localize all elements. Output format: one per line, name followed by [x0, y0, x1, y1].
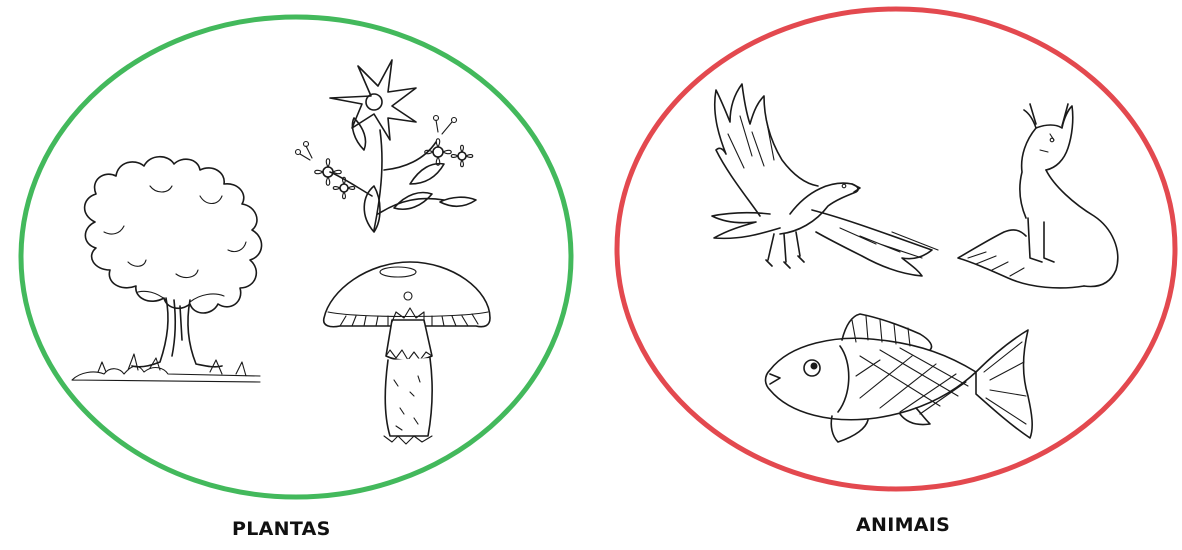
fish-drawing [766, 314, 1033, 442]
plants-group [21, 17, 571, 497]
fox-drawing [958, 104, 1118, 288]
tree-drawing [72, 157, 262, 382]
animals-group [617, 9, 1175, 489]
plants-ring [21, 17, 571, 497]
plants-label: PLANTAS [232, 518, 331, 540]
flower-drawing [296, 60, 477, 232]
mushroom-drawing [324, 262, 490, 444]
eagle-drawing [712, 84, 938, 276]
animals-label: ANIMAIS [856, 514, 950, 536]
